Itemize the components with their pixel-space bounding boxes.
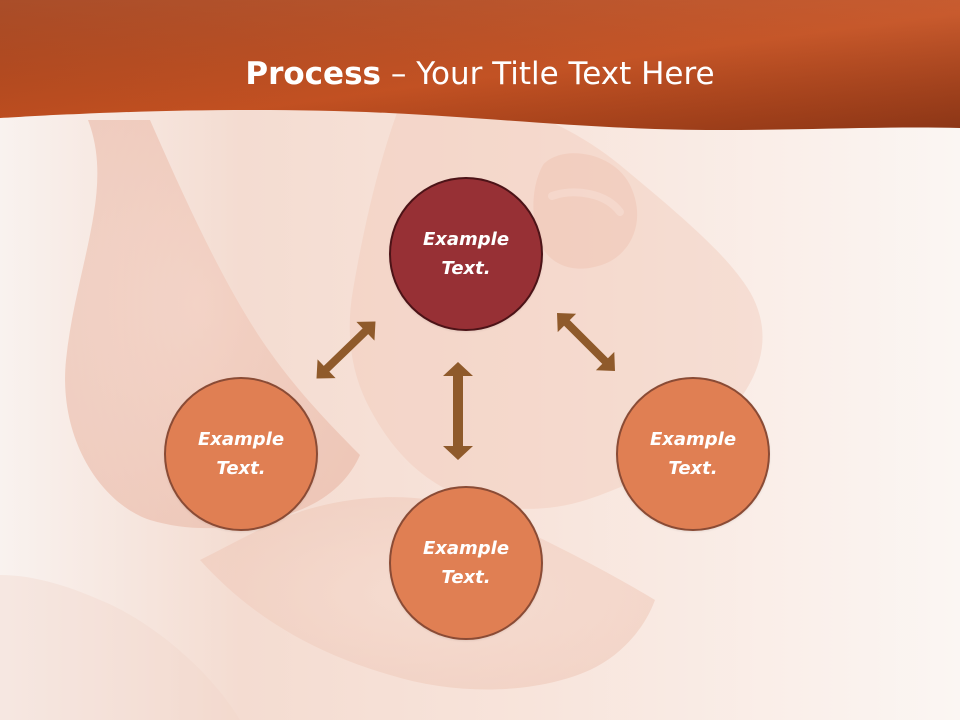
title-bold-text: Process [245, 56, 381, 92]
double-arrow-left [316, 321, 376, 379]
node-label: Example Text. [197, 429, 285, 479]
process-node-bottom: Example Text. [389, 486, 543, 640]
node-label: Example Text. [422, 229, 510, 279]
node-label: Example Text. [422, 538, 510, 588]
double-arrow-center [443, 362, 473, 460]
process-node-right: Example Text. [616, 377, 770, 531]
title-rest-text: – Your Title Text Here [381, 56, 715, 92]
process-node-top: Example Text. [389, 177, 543, 331]
double-arrow-right [557, 313, 615, 371]
slide-title: Process – Your Title Text Here [0, 52, 960, 96]
header-band [0, 0, 960, 130]
node-label: Example Text. [649, 429, 737, 479]
process-node-left: Example Text. [164, 377, 318, 531]
